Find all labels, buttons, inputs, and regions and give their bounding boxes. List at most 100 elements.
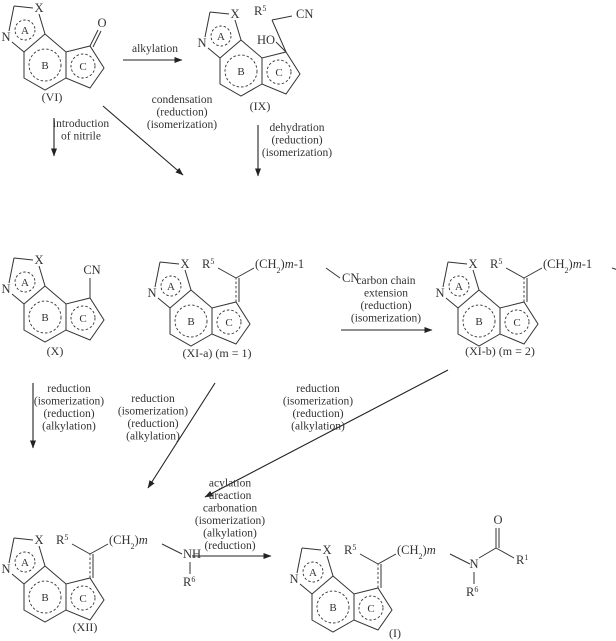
- bond-a: [159, 261, 180, 265]
- ring-c-label: C: [79, 61, 86, 73]
- bond: [325, 267, 341, 279]
- ring-a-aromatic-circle: [14, 19, 36, 41]
- bond-a: [8, 5, 15, 32]
- reaction-condition: extension: [364, 288, 408, 300]
- atom-chain: (CH2)m: [109, 533, 148, 551]
- reaction-condition: ureaction: [209, 490, 252, 502]
- bond-a: [184, 269, 192, 291]
- bond-a: [296, 547, 303, 574]
- bond-a: [326, 555, 334, 577]
- atom-r5: R5: [490, 257, 502, 272]
- reaction-condition: introduction: [53, 118, 109, 130]
- ring-b-aromatic-circle: [174, 304, 208, 338]
- compound-label-vi: (VI): [42, 90, 63, 104]
- ring-c-aromatic-circle: [70, 585, 96, 611]
- bond-a: [8, 537, 15, 564]
- bond-a: [38, 265, 46, 287]
- ring-c-label: C: [79, 593, 86, 605]
- ring-c-aromatic-circle: [70, 53, 96, 79]
- atom-chain-part: 2: [419, 552, 423, 561]
- ring-a-label: A: [167, 281, 175, 293]
- bond: [449, 553, 471, 565]
- bond-a: [447, 261, 468, 265]
- ring-a-label: A: [309, 567, 317, 579]
- atom-r6-part: 6: [474, 585, 478, 594]
- ring-bonds: [23, 33, 105, 91]
- bond-fusion: [23, 565, 46, 585]
- atom-chain: (CH2)m: [397, 543, 436, 561]
- bond-fusion: [23, 285, 46, 305]
- bond-a: [11, 41, 25, 53]
- ring-b-label: B: [41, 592, 48, 604]
- reaction-condition: (isomerization): [147, 119, 217, 131]
- bond-a: [154, 261, 161, 288]
- ring-a-aromatic-circle: [14, 271, 36, 293]
- atom-r5-part: R: [344, 543, 353, 557]
- bond: [71, 543, 91, 555]
- reaction-condition: (alkylation): [203, 528, 257, 540]
- bond: [161, 543, 183, 555]
- atom-chain-part: (CH: [543, 257, 565, 271]
- atom-r5-part: R: [490, 257, 499, 271]
- bond: [377, 553, 397, 565]
- ring-bonds: [23, 565, 105, 623]
- atom-chain-part: 2: [565, 266, 569, 275]
- atom-chain-part: ): [135, 533, 139, 547]
- atom-chain-part: m: [139, 533, 148, 547]
- reaction-condition: (reduction): [271, 135, 322, 147]
- atom-r5-part: 5: [262, 4, 266, 13]
- bond: [611, 267, 616, 270]
- bond-a: [157, 297, 171, 309]
- ring-b-aromatic-circle: [28, 580, 62, 614]
- compound-label-x: (X): [47, 344, 64, 358]
- ring-a-label: A: [217, 31, 225, 43]
- reaction-condition: (reduction): [360, 300, 411, 312]
- ring-b-label: B: [475, 316, 482, 328]
- compound-label-xi-b: (XI-b) (m = 2): [465, 344, 535, 358]
- ring-a-aromatic-circle: [14, 551, 36, 573]
- ring-bonds: [311, 575, 393, 633]
- atom-cn: CN: [342, 271, 359, 285]
- atom-chain-part: ): [423, 543, 427, 557]
- ring-a-label: A: [455, 281, 463, 293]
- atom-chain-part: m: [427, 543, 436, 557]
- bond-fusion: [311, 575, 334, 595]
- compound-label-xii: (XII): [73, 620, 98, 634]
- reaction-condition: (reduction): [292, 408, 343, 420]
- reaction-condition: (alkylation): [291, 421, 345, 433]
- bond-a: [8, 257, 15, 284]
- bond-a: [11, 573, 25, 585]
- atom-x: X: [468, 257, 477, 271]
- bond: [523, 267, 543, 279]
- reaction-condition: of nitrile: [61, 131, 101, 143]
- reaction-condition: (isomerization): [118, 406, 188, 418]
- reaction-condition: condensation: [152, 94, 213, 106]
- atom-x: X: [34, 533, 43, 547]
- ring-a-aromatic-circle: [448, 275, 470, 297]
- atom-n: N: [197, 36, 206, 50]
- ring-b-aromatic-circle: [224, 54, 258, 88]
- atom-r5: R5: [344, 543, 356, 558]
- ring-a-label: A: [21, 25, 29, 37]
- atom-chain-part: 2: [277, 266, 281, 275]
- bond: [505, 267, 525, 279]
- ring-a-aromatic-circle: [160, 275, 182, 297]
- ring-b-aromatic-circle: [462, 304, 496, 338]
- bond-fusion: [457, 289, 480, 309]
- reaction-arrow-xi-b-to-xii: [204, 369, 449, 498]
- reaction-condition: (isomerization): [262, 147, 332, 159]
- ring-bonds: [169, 289, 251, 347]
- atom-chain-part: ): [569, 257, 573, 271]
- atom-x: X: [322, 543, 331, 557]
- atom-x: X: [230, 7, 239, 21]
- reaction-condition: (reduction): [204, 540, 255, 552]
- bond-a: [13, 257, 34, 261]
- atom-chain: (CH2)m-1: [255, 257, 304, 275]
- bond-fusion: [23, 33, 46, 53]
- atom-cn: CN: [83, 263, 100, 277]
- atom-x: X: [34, 1, 43, 15]
- atom-n: N: [147, 286, 156, 300]
